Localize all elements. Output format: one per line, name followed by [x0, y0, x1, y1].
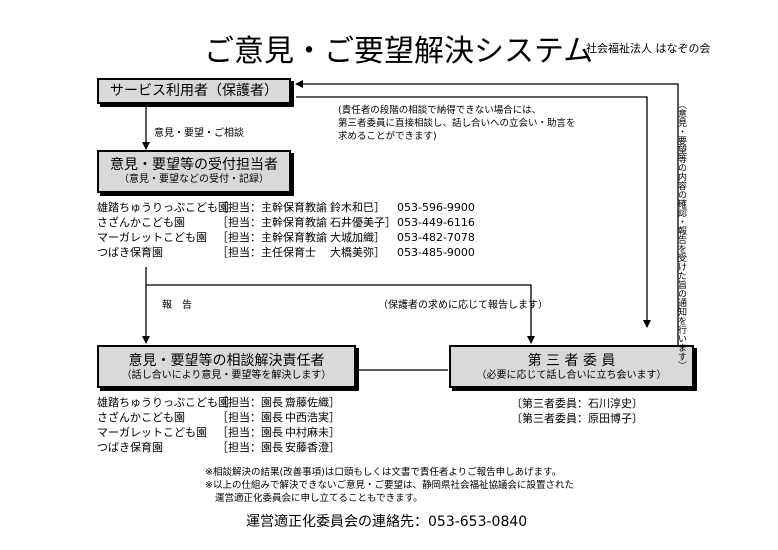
list-item: つばき保育園 ［担当：園長 安藤香澄］: [97, 440, 357, 455]
third-party-member: 〔第三者委員：石川淳史〕: [511, 397, 643, 410]
third-party-member: 〔第三者委員：原田博子〕: [511, 412, 643, 425]
footnote: ※以上の仕組みで解決できないご意見・ご要望は、静岡県社会福祉協議会に設置された: [205, 480, 574, 491]
facility-name: さざんかこども園: [97, 411, 185, 424]
staff-phone: 053-482-7078: [397, 231, 475, 244]
staff-role: ［担当：主幹保育教諭: [217, 231, 327, 244]
facility-name: つばき保育園: [97, 441, 163, 454]
organization-name: 社会福祉法人 はなぞの会: [586, 42, 711, 55]
edge-label-report-on-request: （保護者の求めに応じて報告します）: [378, 300, 548, 311]
staff-name: 大橋美弥］: [330, 246, 385, 259]
list-item: マーガレットこども園 ［担当：主幹保育教諭 大城加織］ 053-482-7078: [97, 230, 497, 245]
node-service-user: サービス利用者（保護者）: [97, 78, 291, 104]
node-third-party-label: 第 三 者 委 員: [527, 353, 616, 369]
staff-name: 齋藤佐織］: [285, 396, 340, 409]
facility-name: マーガレットこども園: [97, 231, 207, 244]
node-reception: 意見・要望等の受付担当者 （意見・要望などの受付・記録）: [97, 150, 291, 193]
staff-role: ［担当：園長: [217, 411, 283, 424]
staff-name: 大城加織］: [330, 231, 385, 244]
staff-role: ［担当：園長: [217, 441, 283, 454]
node-resolution: 意見・要望等の相談解決責任者 （話し合いにより意見・要望等を解決します）: [97, 345, 356, 388]
list-item: さざんかこども園 ［担当：園長 中西浩実］: [97, 410, 357, 425]
node-resolution-sub: （話し合いにより意見・要望等を解決します）: [121, 370, 332, 381]
third-party-member-list: 〔第三者委員：石川淳史〕 〔第三者委員：原田博子〕: [511, 396, 643, 426]
arrow-third-party-to-user: [295, 80, 679, 346]
list-item: 雄踏ちゅうりっぷこども園 ［担当：主幹保育教諭 鈴木和巳］ 053-596-99…: [97, 200, 497, 215]
staff-name: 安藤香澄］: [285, 441, 340, 454]
edge-label-user-to-reception: 意見・要望・ご相談: [154, 128, 244, 139]
footnote: ※相談解決の結果(改善事項)は口頭もしくは文書で責任者よりご報告申しあげます。: [205, 467, 562, 478]
arrow-report-to-third-party: [146, 284, 535, 344]
staff-role: ［担当：主幹保育教諭: [217, 216, 327, 229]
list-item: つばき保育園 ［担当：主任保育士 大橋美弥］ 053-485-9000: [97, 245, 497, 260]
contact-line: 運営適正化委員会の連絡先：053-653-0840: [246, 514, 528, 530]
staff-name: 鈴木和巳］: [330, 201, 385, 214]
staff-role: ［担当：園長: [217, 396, 283, 409]
staff-role: ［担当：主幹保育教諭: [217, 201, 327, 214]
list-item: さざんかこども園 ［担当：主幹保育教諭 石井優美子］ 053-449-6116: [97, 215, 497, 230]
direct-consult-line: (責任者の段階の相談で納得できない場合には、: [338, 105, 542, 116]
facility-name: つばき保育園: [97, 246, 163, 259]
node-third-party-sub: （必要に応じて話し合いに立ち会います）: [476, 370, 667, 381]
reception-staff-list: 雄踏ちゅうりっぷこども園 ［担当：主幹保育教諭 鈴木和巳］ 053-596-99…: [97, 200, 497, 264]
staff-name: 中西浩実］: [285, 411, 340, 424]
node-reception-label: 意見・要望等の受付担当者: [110, 157, 278, 173]
facility-name: マーガレットこども園: [97, 426, 207, 439]
page-title: ご意見・ご要望解決システム: [204, 34, 594, 69]
node-reception-sub: （意見・要望などの受付・記録）: [119, 174, 269, 185]
node-resolution-label: 意見・要望等の相談解決責任者: [128, 353, 325, 369]
arrow-user-to-third-party: [296, 96, 651, 328]
list-item: マーガレットこども園 ［担当：園長 中村麻未］: [97, 425, 357, 440]
staff-role: ［担当：園長: [217, 426, 283, 439]
edge-label-direct-consult: (責任者の段階の相談で納得できない場合には、 第三者委員に直接相談し、話し合いへ…: [338, 104, 576, 143]
staff-phone: 053-596-9900: [397, 201, 475, 214]
node-service-user-label: サービス利用者（保護者）: [110, 83, 278, 99]
node-third-party: 第 三 者 委 員 （必要に応じて話し合いに立ち会います）: [449, 345, 694, 388]
staff-name: 石井優美子］: [330, 216, 396, 229]
direct-consult-line: 第三者委員に直接相談し、話し合いへの立会い・助言を: [338, 118, 576, 129]
staff-role: ［担当：主任保育士: [217, 246, 316, 259]
staff-name: 中村麻未］: [285, 426, 340, 439]
facility-name: さざんかこども園: [97, 216, 185, 229]
resolution-staff-list: 雄踏ちゅうりっぷこども園 ［担当：園長 齋藤佐織］ さざんかこども園 ［担当：園…: [97, 395, 357, 459]
facility-name: 雄踏ちゅうりっぷこども園: [97, 396, 229, 409]
footnote: 運営適正化委員会に申し立てることもできます。: [215, 493, 423, 504]
staff-phone: 053-485-9000: [397, 246, 475, 259]
edge-label-notification: （意見・要望等の内容の確認・報告を受けた旨の通知を行います）: [676, 100, 686, 370]
edge-label-report: 報 告: [162, 300, 192, 311]
staff-phone: 053-449-6116: [397, 216, 475, 229]
footnotes: ※相談解決の結果(改善事項)は口頭もしくは文書で責任者よりご報告申しあげます。 …: [205, 466, 574, 505]
facility-name: 雄踏ちゅうりっぷこども園: [97, 201, 229, 214]
list-item: 雄踏ちゅうりっぷこども園 ［担当：園長 齋藤佐織］: [97, 395, 357, 410]
direct-consult-line: 求めることができます): [338, 131, 437, 142]
